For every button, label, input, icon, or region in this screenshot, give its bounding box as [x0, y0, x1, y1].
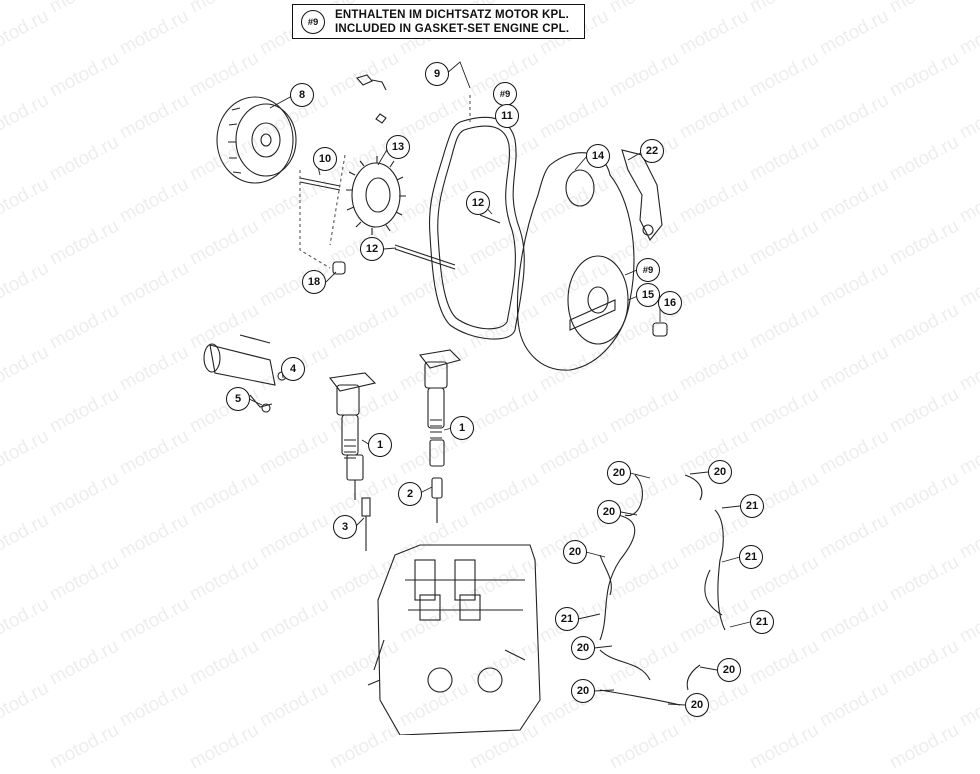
callout-part-20-h[interactable]: 20	[685, 693, 709, 717]
callout-part-20-c[interactable]: 20	[597, 500, 621, 524]
leader-lines	[299, 95, 471, 269]
callout-part-20-e[interactable]: 20	[571, 636, 595, 660]
callout-part-2[interactable]: 2	[398, 482, 422, 506]
ignition-coil-left	[328, 372, 377, 551]
callout-part-3[interactable]: 3	[333, 515, 357, 539]
callout-part-21-d[interactable]: 21	[750, 610, 774, 634]
callout-part-9-gasket-set[interactable]: #9	[493, 82, 517, 106]
callout-part-14[interactable]: 14	[586, 144, 610, 168]
callout-part-16[interactable]: 16	[658, 291, 682, 315]
note-line-de: ENTHALTEN IM DICHTSATZ MOTOR KPL.	[335, 9, 570, 21]
callout-part-20-d[interactable]: 20	[563, 540, 587, 564]
coolant-hoses	[599, 474, 726, 706]
callout-part-1-left[interactable]: 1	[368, 433, 392, 457]
callout-part-18[interactable]: 18	[302, 270, 326, 294]
callout-part-12-upper[interactable]: 12	[466, 191, 490, 215]
callout-part-21-c[interactable]: 21	[555, 607, 579, 631]
callout-part-11[interactable]: 11	[495, 104, 519, 128]
callout-part-21-b[interactable]: 21	[739, 545, 763, 569]
cylinder-head	[367, 544, 541, 735]
callout-part-12-lower[interactable]: 12	[360, 237, 384, 261]
callout-part-1-right[interactable]: 1	[450, 416, 474, 440]
callout-part-15[interactable]: 15	[636, 283, 660, 307]
pickup-sensor	[356, 74, 387, 124]
cover-bracket	[621, 149, 663, 242]
callout-part-13[interactable]: 13	[386, 135, 410, 159]
ignition-cover	[516, 152, 635, 371]
note-ref-badge: #9	[301, 10, 325, 34]
callout-part-20-f[interactable]: 20	[717, 658, 741, 682]
callout-part-22[interactable]: 22	[640, 139, 664, 163]
callout-part-9-cover[interactable]: #9	[636, 258, 660, 282]
ignition-coil-right	[419, 349, 462, 523]
callout-part-5[interactable]: 5	[226, 387, 250, 411]
starter-motor	[203, 334, 287, 413]
callout-part-8[interactable]: 8	[290, 83, 314, 107]
note-line-en: INCLUDED IN GASKET-SET ENGINE CPL.	[335, 22, 570, 35]
gasket-set-note: #9 ENTHALTEN IM DICHTSATZ MOTOR KPL. INC…	[292, 4, 585, 39]
screws	[299, 177, 668, 337]
callout-part-20-b[interactable]: 20	[708, 460, 732, 484]
cover-gasket	[428, 116, 525, 340]
callout-part-21-a[interactable]: 21	[740, 494, 764, 518]
callout-part-20-g[interactable]: 20	[571, 679, 595, 703]
parts-line-art	[203, 61, 751, 735]
stator	[346, 156, 406, 235]
note-text: ENTHALTEN IM DICHTSATZ MOTOR KPL. INCLUD…	[335, 9, 569, 36]
callout-part-9[interactable]: 9	[425, 62, 449, 86]
flywheel-rotor	[216, 96, 297, 184]
callout-part-20-a[interactable]: 20	[607, 461, 631, 485]
callout-part-4[interactable]: 4	[281, 357, 305, 381]
callout-part-10[interactable]: 10	[313, 147, 337, 171]
